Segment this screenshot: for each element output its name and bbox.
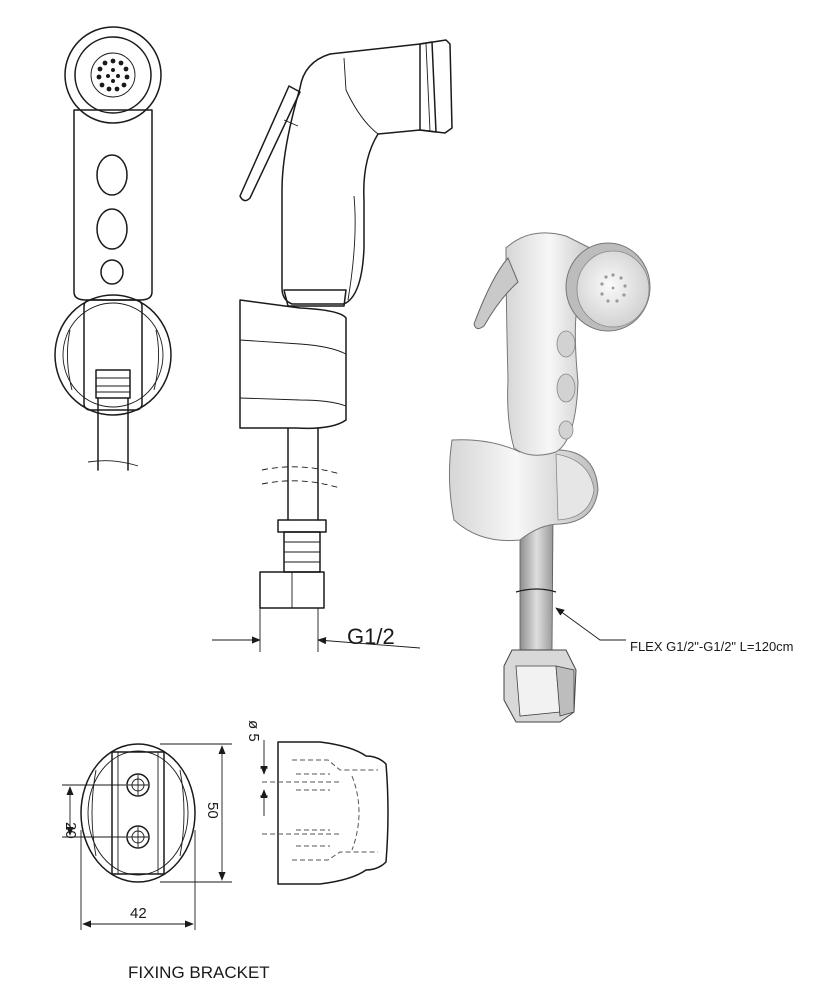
- bracket-height-label: 50: [204, 802, 221, 819]
- thread-size-label: G1/2: [347, 624, 395, 649]
- hole-spacing-label: 20: [62, 822, 79, 839]
- side-view: G1/2: [212, 39, 453, 652]
- hole-diameter-label: ø 5: [245, 720, 262, 742]
- hose-spec-label: FLEX G1/2"-G1/2" L=120cm: [630, 639, 794, 654]
- isometric-render: FLEX G1/2"-G1/2" L=120cm: [448, 232, 794, 723]
- nozzle-holes: [96, 58, 130, 92]
- render-nozzle-holes: [600, 273, 627, 303]
- bracket-side-view: ø 5: [245, 720, 389, 885]
- bracket-title: FIXING BRACKET: [128, 963, 270, 982]
- bracket-width-label: 42: [130, 905, 147, 922]
- bracket-front-view: 20 50 42: [62, 743, 232, 930]
- front-view: [54, 26, 172, 471]
